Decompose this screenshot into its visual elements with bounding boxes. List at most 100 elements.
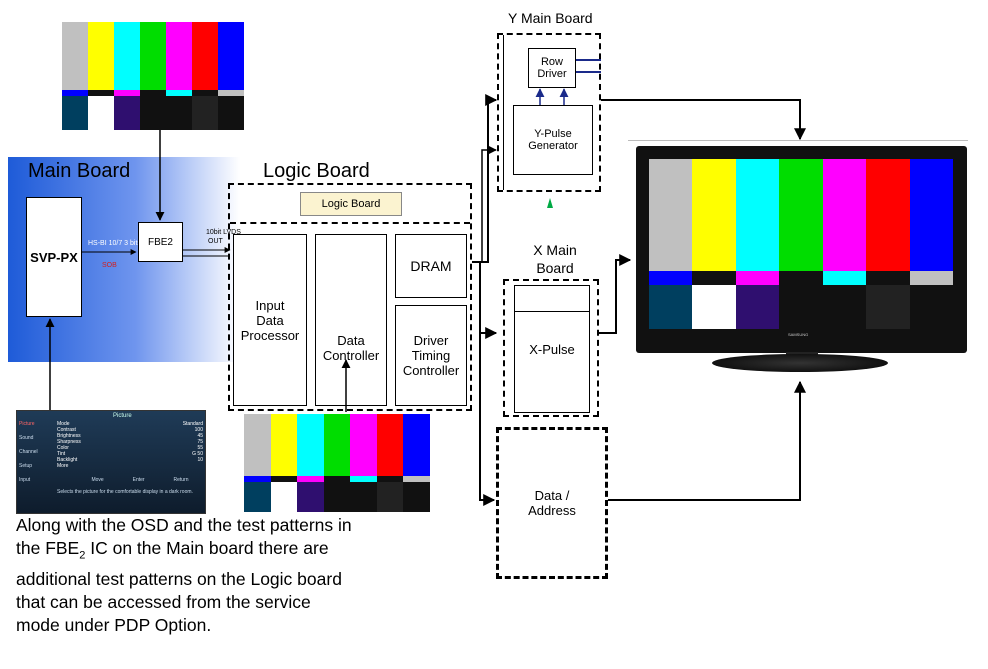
color-bar	[822, 271, 867, 285]
bars-bottom	[62, 96, 244, 130]
color-bar	[403, 414, 431, 476]
color-bar	[114, 90, 140, 96]
osd-row-value: G 50	[192, 451, 203, 457]
dt-label-3: Controller	[402, 363, 460, 378]
caption-line: additional test patterns on the Logic bo…	[16, 568, 342, 589]
osd-row-label: Backlight	[57, 457, 78, 463]
color-bar	[376, 414, 404, 476]
caption-line: that can be accessed from the service	[16, 591, 311, 612]
color-bar	[192, 22, 218, 90]
color-bar	[692, 285, 736, 329]
connector-logic-to-da	[479, 262, 496, 506]
idp-label-3: Processor	[240, 327, 300, 343]
fbe2-small-label-2: OUT	[208, 238, 223, 245]
color-bar	[140, 22, 166, 90]
connector-logic-to-y	[472, 94, 498, 263]
color-bar	[822, 159, 867, 271]
bars-mid	[244, 476, 431, 482]
caption-text: the FBE	[16, 538, 80, 558]
caption-line: the FBE2 IC on the Main board there are	[16, 537, 356, 568]
tv-stand-base	[712, 354, 888, 372]
osd-row-value: Standard	[182, 421, 203, 427]
osd-row-value: 100	[194, 427, 203, 433]
color-bar	[166, 22, 192, 90]
color-bar	[323, 482, 351, 512]
color-bar	[244, 476, 271, 482]
dt-label-2: Timing	[411, 348, 451, 363]
x-main-board-label: X Main Board	[510, 241, 600, 277]
data-controller-box: Data Controller	[315, 234, 387, 406]
osd-footer-item: Return	[173, 477, 189, 483]
osd-row-value: 55	[197, 445, 203, 451]
osd-row: Tint G 50	[57, 451, 203, 457]
svp-px-label: SVP-PX	[30, 249, 78, 265]
dram-box: DRAM	[395, 234, 467, 298]
osd-row: Contrast 100	[57, 427, 203, 433]
logic-board-inner-label: Logic Board	[321, 198, 381, 210]
x-main-board-container	[503, 279, 599, 417]
color-bar	[114, 96, 140, 130]
osd-row-value: 10	[197, 457, 203, 463]
osd-row-label: Contrast	[57, 427, 76, 433]
color-bar	[779, 285, 823, 329]
color-bar	[88, 22, 114, 90]
osd-row: More	[57, 463, 203, 469]
osd-row-label: Mode	[57, 421, 70, 427]
main-board-label: Main Board	[28, 160, 131, 182]
color-bar	[909, 271, 953, 285]
fbe2-small-label-1: 10bit LVDS	[206, 229, 241, 236]
color-bar	[192, 90, 218, 96]
osd-row: Backlight 10	[57, 457, 203, 463]
osd-menu-item: Sound	[19, 435, 34, 441]
color-bar	[297, 476, 324, 482]
fbe2-label: FBE2	[147, 236, 173, 248]
dram-label: DRAM	[410, 258, 452, 274]
data-address-label-2: Address	[528, 503, 576, 518]
color-bar	[735, 271, 780, 285]
color-bar	[140, 90, 166, 96]
bars-mid	[649, 271, 953, 285]
color-bar	[735, 159, 780, 271]
color-bar	[649, 159, 693, 271]
x-pulse-label: X-Pulse	[529, 341, 575, 357]
osd-side-menu: Picture Sound Channel Setup Input	[19, 421, 53, 491]
color-bar	[192, 96, 218, 130]
color-bar	[376, 482, 404, 512]
x-pulse-box: X-Pulse	[514, 285, 590, 413]
svp-small-label-2: SOB	[102, 262, 117, 269]
logic-board-container	[228, 183, 472, 411]
tv-screen	[649, 159, 953, 329]
connector-y-to-tv	[601, 99, 806, 141]
x-pulse-divider	[514, 311, 590, 312]
color-bar	[62, 90, 88, 96]
color-bar	[403, 476, 431, 482]
color-bar	[692, 271, 736, 285]
row-driver-label-1: Row	[540, 56, 563, 68]
color-bar	[649, 285, 693, 329]
osd-row-label: Color	[57, 445, 69, 451]
color-bar	[140, 96, 166, 130]
osd-row-label: Tint	[57, 451, 66, 457]
tv-brand-logo: SAMSUNG	[788, 332, 809, 337]
caption-line: mode under PDP Option.	[16, 614, 212, 635]
color-bar	[909, 159, 953, 271]
y-pulse-label-2: Generator	[528, 140, 578, 152]
caption-line: Along with the OSD and the test patterns…	[16, 515, 352, 535]
color-bar	[218, 96, 244, 130]
osd-row: Mode Standard	[57, 421, 203, 427]
bars-bottom	[649, 285, 953, 329]
logic-board-inner-box: Logic Board	[300, 192, 402, 216]
bars-main	[244, 414, 431, 476]
caption-text: IC on the Main board there are	[85, 538, 329, 558]
osd-row: Color 55	[57, 445, 203, 451]
osd-title: Picture	[113, 413, 132, 419]
row-driver-box: Row Driver	[528, 48, 576, 88]
color-bar	[323, 476, 351, 482]
color-bar	[822, 285, 867, 329]
dt-label-1: Driver	[413, 333, 449, 348]
dc-label-1: Data	[337, 333, 365, 348]
osd-menu-item: Input	[19, 477, 31, 483]
color-bar	[62, 22, 88, 90]
